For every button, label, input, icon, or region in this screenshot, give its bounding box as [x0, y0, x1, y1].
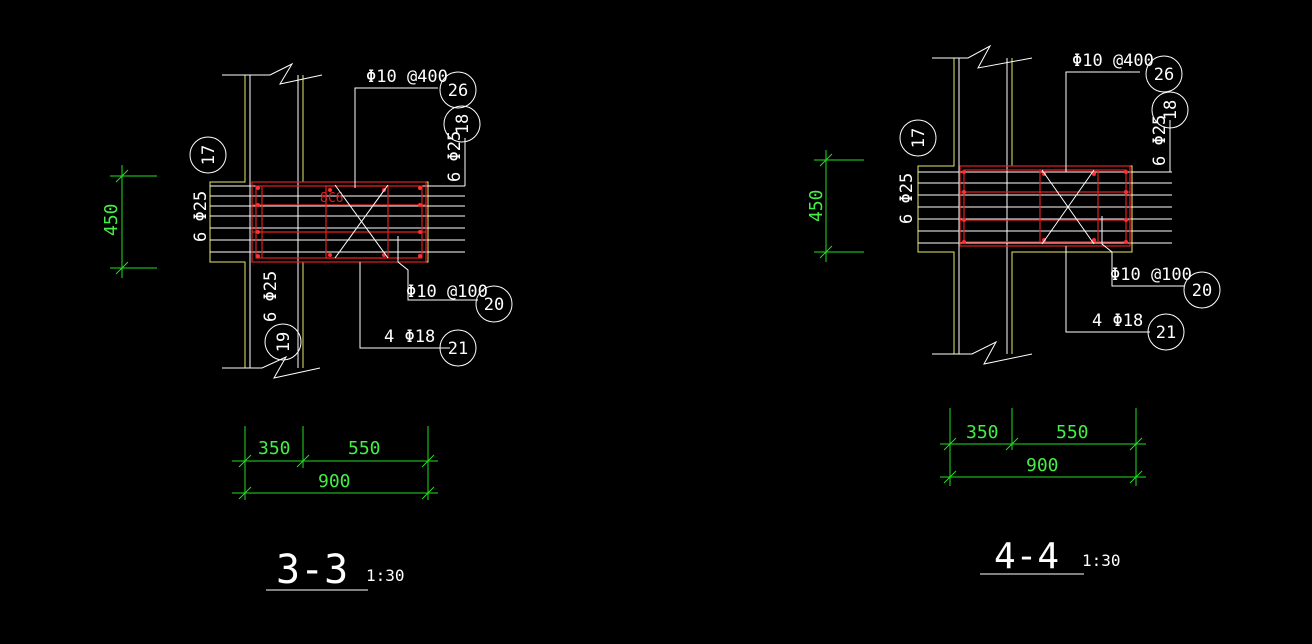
- label-long-bars-right: 6 Φ25: [445, 131, 465, 182]
- mark-17: 17: [189, 136, 227, 174]
- x-brace-b: [1041, 169, 1095, 245]
- label-long-bars-right: 6 Φ25: [1150, 115, 1170, 166]
- stirrups: [251, 181, 427, 263]
- svg-text:26: 26: [448, 81, 468, 101]
- break-line-top: [932, 44, 1033, 69]
- label-stirrup: Φ10 @100: [1110, 265, 1192, 285]
- svg-text:20: 20: [1192, 281, 1212, 301]
- leader-stirrup: [1101, 216, 1184, 287]
- dim-right: 550: [1056, 422, 1089, 443]
- column-outline: [917, 58, 1133, 354]
- rebar-dots: [256, 186, 422, 258]
- svg-text:17: 17: [909, 128, 929, 148]
- dim-height: 450: [806, 150, 864, 262]
- break-line-bottom: [932, 340, 1033, 365]
- dim-widths: 350 550 900: [232, 426, 438, 500]
- label-stirrup: Φ10 @100: [406, 282, 488, 302]
- dim-height: 450: [101, 165, 157, 278]
- section-scale: 1:30: [366, 566, 405, 585]
- longitudinal-bars: [918, 171, 1172, 244]
- label-corner-bars: 4 Φ18: [1092, 311, 1143, 331]
- stirrups: [959, 165, 1131, 247]
- leader-tie-top: [354, 87, 438, 188]
- svg-text:26: 26: [1154, 65, 1174, 85]
- label-tie-top: Φ10 @400: [366, 67, 448, 87]
- svg-text:21: 21: [448, 339, 468, 359]
- mark-20: 20: [1183, 271, 1221, 309]
- label-long-bars-left: 6 Φ25: [191, 191, 211, 242]
- svg-text:450: 450: [806, 189, 827, 222]
- mark-26: 26: [439, 71, 477, 109]
- mark-26: 26: [1145, 55, 1183, 93]
- svg-text:20: 20: [484, 295, 504, 315]
- leader-corner-bars: [359, 262, 450, 349]
- mark-20: 20: [475, 285, 513, 323]
- red-bar-label: 8C6: [320, 191, 343, 206]
- label-corner-bars: 4 Φ18: [384, 327, 435, 347]
- mark-18: 18: [1151, 91, 1189, 129]
- dim-left: 350: [258, 438, 291, 459]
- section-3-3: 8C6 Φ10 @400 6 Φ25 6 Φ25 6 Φ25 Φ10 @100 …: [101, 62, 513, 593]
- dim-widths: 350 550 900: [940, 408, 1146, 486]
- dim-right: 550: [348, 438, 381, 459]
- section-scale: 1:30: [1082, 551, 1121, 570]
- break-line-bottom: [222, 355, 321, 379]
- x-brace-b: [334, 184, 389, 259]
- svg-text:18: 18: [1161, 100, 1181, 120]
- svg-text:450: 450: [101, 203, 122, 236]
- section-title: 4-4: [994, 536, 1059, 577]
- leader-corner-bars: [1065, 246, 1150, 333]
- dim-left: 350: [966, 422, 999, 443]
- mark-21: 21: [439, 329, 477, 367]
- dim-total: 900: [318, 471, 351, 492]
- dim-total: 900: [1026, 455, 1059, 476]
- svg-text:21: 21: [1156, 323, 1176, 343]
- label-long-bars-left: 6 Φ25: [897, 173, 917, 224]
- section-title: 3-3: [276, 547, 348, 593]
- leader-tie-top: [1065, 71, 1140, 172]
- label-tie-top: Φ10 @400: [1072, 51, 1154, 71]
- rebar-dots: [962, 170, 1128, 244]
- mark-18: 18: [443, 105, 481, 143]
- mark-17: 17: [899, 119, 937, 157]
- leader-stirrup: [397, 236, 478, 301]
- break-line-top: [222, 62, 323, 85]
- mark-19: 19: [264, 323, 302, 361]
- section-4-4: Φ10 @400 6 Φ25 6 Φ25 Φ10 @100 4 Φ18 17 2…: [806, 44, 1221, 577]
- label-long-bars-bottom: 6 Φ25: [261, 271, 281, 322]
- svg-text:18: 18: [453, 114, 473, 134]
- svg-text:17: 17: [199, 145, 219, 165]
- mark-21: 21: [1147, 313, 1185, 351]
- svg-text:19: 19: [274, 332, 294, 352]
- column-outline: [209, 75, 429, 368]
